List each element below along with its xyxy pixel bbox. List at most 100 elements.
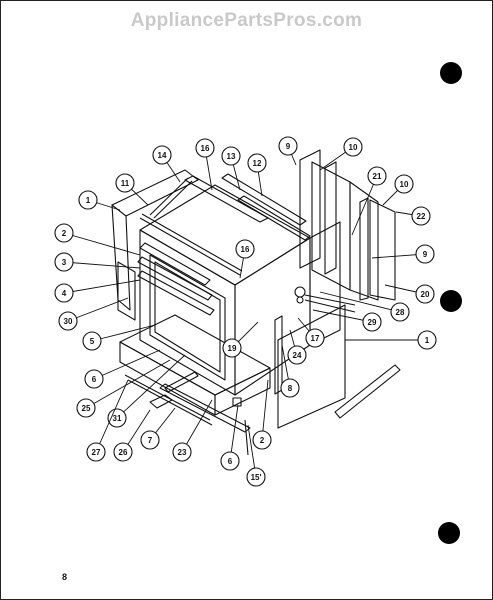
callout-bubble-6	[278, 136, 298, 156]
callout-leader-32	[181, 399, 213, 453]
callout-bubble-5	[247, 153, 267, 173]
callout-label-16: 17	[311, 334, 320, 343]
callout-leader-24	[67, 297, 129, 322]
top-trim-13	[221, 173, 307, 226]
callout-bubble-25	[82, 331, 102, 351]
callout-label-24: 30	[64, 317, 73, 326]
callout-bubble-33	[220, 451, 240, 471]
callout-bubble-28	[107, 408, 127, 428]
callout-label-18: 8	[288, 384, 293, 393]
callout-label-26: 6	[92, 375, 97, 384]
callout-label-9: 10	[400, 180, 409, 189]
callout-leader-23	[63, 279, 141, 294]
callout-label-8: 21	[373, 172, 382, 181]
callout-label-13: 28	[396, 308, 405, 317]
callout-label-34: 2	[260, 436, 265, 445]
callout-leader-21	[63, 232, 141, 256]
registration-dot-bottom	[438, 522, 460, 544]
callout-label-22: 3	[62, 258, 67, 267]
callout-leader-25	[91, 324, 156, 342]
callout-leader-8	[351, 175, 378, 236]
callout-label-0: 1	[86, 196, 91, 205]
callout-bubble-18	[280, 378, 300, 398]
callout-bubble-27	[76, 398, 96, 418]
callout-bubble-31	[140, 430, 160, 450]
callout-bubble-10	[411, 206, 431, 226]
callout-bubble-8	[367, 166, 387, 186]
callout-label-4: 13	[227, 152, 236, 161]
top-trim-16	[184, 175, 269, 223]
callout-bubble-0	[78, 190, 98, 210]
callout-label-27: 25	[82, 404, 91, 413]
oven-cavity-side	[234, 237, 311, 396]
callout-leader-14	[312, 309, 373, 323]
callout-label-32: 23	[178, 448, 187, 457]
right-side-frame	[299, 149, 321, 269]
callout-bubble-7	[343, 137, 363, 157]
callout-bubble-17	[287, 345, 307, 365]
callout-bubble-21	[54, 223, 74, 243]
callout-bubble-22	[54, 252, 74, 272]
callout-bubble-15	[417, 330, 437, 350]
callout-bubble-16	[305, 328, 325, 348]
callout-label-35: 15'	[251, 473, 262, 482]
callout-bubble-13	[390, 302, 410, 322]
callout-label-23: 4	[62, 289, 67, 298]
callout-label-2: 11	[121, 179, 130, 188]
registration-dot-top	[440, 62, 462, 84]
callout-label-21: 2	[62, 229, 67, 238]
callout-label-7: 10	[349, 143, 358, 152]
callout-bubble-3	[195, 138, 215, 158]
top-trim-12	[237, 195, 311, 241]
registration-dot-middle	[440, 290, 462, 312]
callout-label-11: 9	[423, 250, 428, 259]
callout-label-15: 1	[425, 336, 430, 345]
callout-label-3: 16	[201, 144, 210, 153]
callout-bubble-4	[221, 146, 241, 166]
callout-label-12: 20	[421, 290, 430, 299]
callout-bubble-23	[54, 283, 74, 303]
callout-label-1: 14	[158, 151, 167, 160]
callout-leader-29	[95, 379, 129, 453]
callout-bubble-30	[113, 442, 133, 462]
callout-label-5: 12	[253, 159, 262, 168]
callout-leader-28	[116, 354, 186, 419]
callout-label-20: 19	[228, 344, 237, 353]
page-number: 8	[62, 572, 68, 582]
callout-bubble-12	[415, 284, 435, 304]
callout-label-14: 29	[368, 318, 377, 327]
callout-label-30: 26	[119, 448, 128, 457]
callout-bubble-9	[394, 174, 414, 194]
callout-bubble-26	[84, 369, 104, 389]
oven-cavity-front	[139, 229, 236, 396]
callout-label-28: 31	[113, 414, 122, 423]
callout-bubble-32	[172, 442, 192, 462]
callout-label-10: 22	[417, 212, 426, 221]
callout-label-17: 24	[293, 351, 302, 360]
callout-leader-22	[63, 261, 141, 269]
callout-label-33: 6	[228, 457, 233, 466]
right-side-panel	[277, 304, 346, 429]
callout-bubble-24	[58, 311, 78, 331]
callout-bubble-11	[415, 244, 435, 264]
callout-bubble-19	[235, 239, 255, 259]
callout-bubble-29	[86, 442, 106, 462]
callout-label-6: 9	[286, 142, 291, 151]
callout-bubble-2	[115, 173, 135, 193]
callout-leader-26	[93, 349, 161, 380]
watermark: AppliancePartsPros.com	[130, 10, 363, 31]
callout-bubble-35	[246, 467, 266, 487]
callout-label-25: 5	[90, 337, 95, 346]
callout-label-19: 16	[241, 245, 250, 254]
callout-leader-13	[319, 291, 401, 313]
callout-leader-34	[261, 379, 269, 441]
callout-bubble-1	[152, 145, 172, 165]
callout-leader-27	[85, 359, 171, 409]
callout-label-31: 7	[148, 436, 153, 445]
callout-label-29: 27	[92, 448, 101, 457]
callout-bubble-34	[252, 430, 272, 450]
callout-bubble-20	[222, 338, 242, 358]
